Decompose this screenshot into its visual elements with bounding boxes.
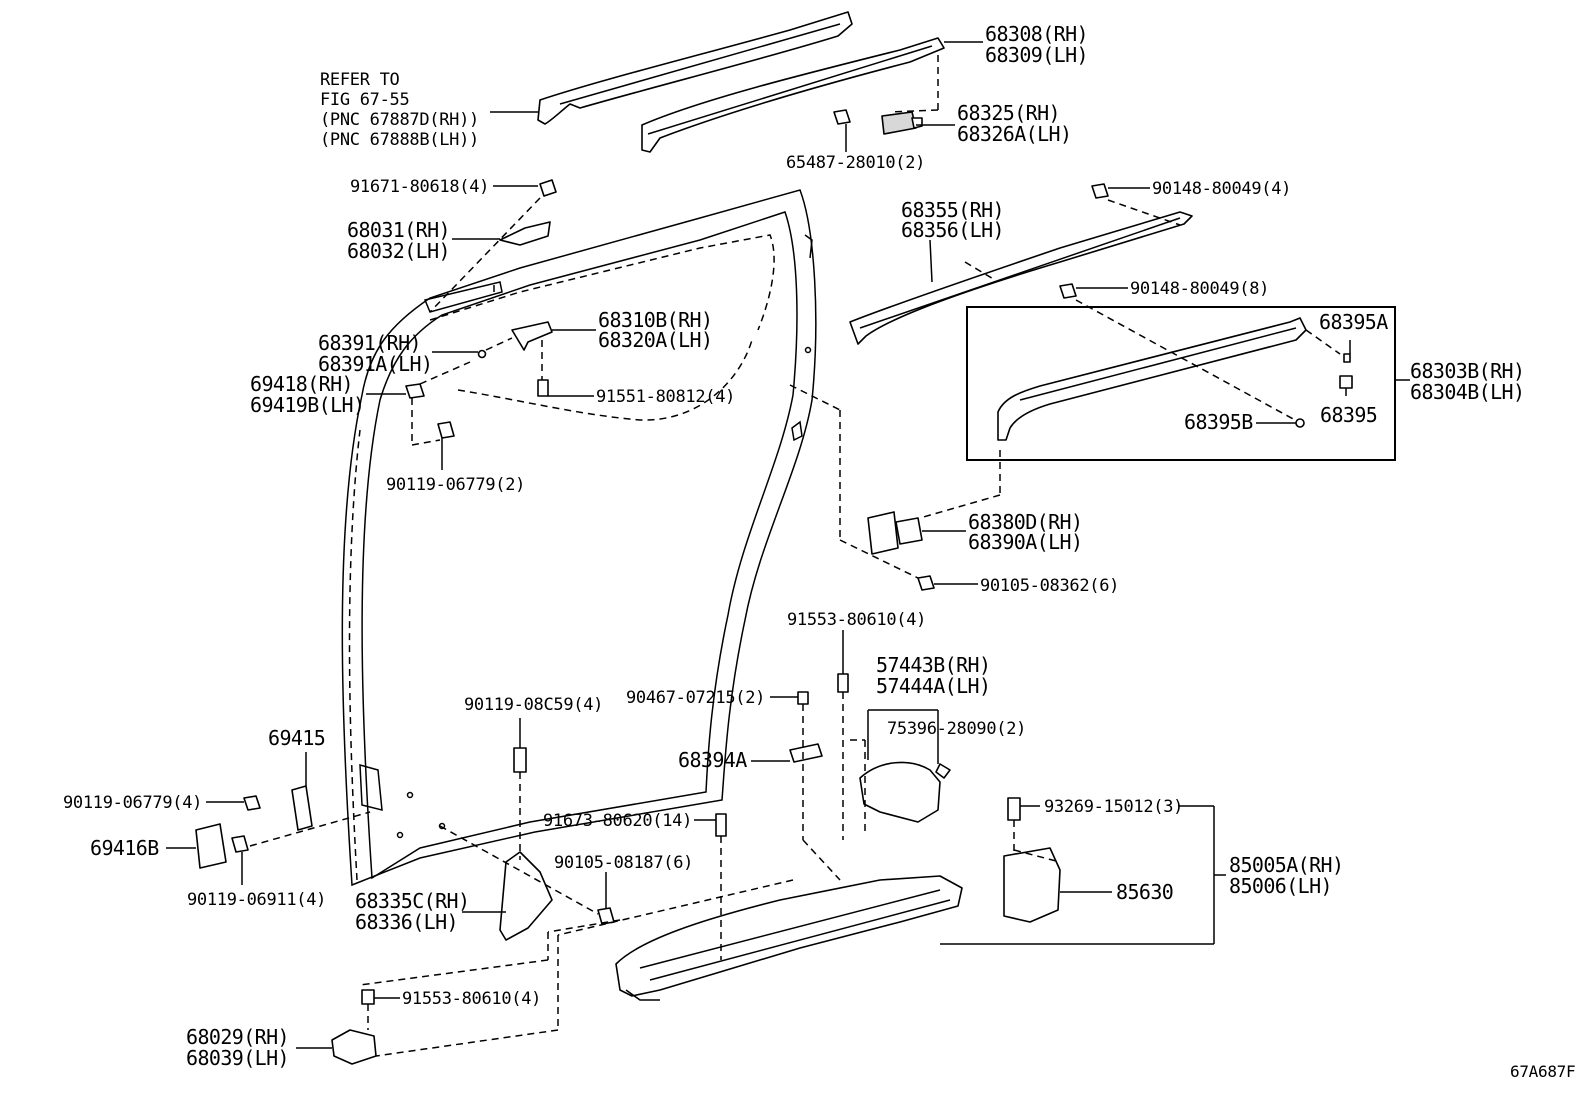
label-91551: 91551-80812(4)	[596, 387, 735, 407]
label-85630: 85630	[1116, 880, 1173, 904]
rail-68303B	[997, 317, 1307, 441]
cover-57443B	[859, 761, 941, 823]
label-90119-d: 90119-06911(4)	[187, 890, 326, 910]
label-91553-b: 91553-80610(4)	[402, 989, 541, 1009]
upper-rail-68308	[641, 37, 945, 153]
label-68391A: 68391A(LH)	[318, 352, 432, 376]
gasket-69415	[291, 785, 313, 831]
label-68320A: 68320A(LH)	[598, 328, 712, 352]
label-57443B: 57443B(RH)	[876, 653, 990, 677]
bolt-90148-a	[1091, 183, 1109, 199]
label-68304B: 68304B(LH)	[1410, 380, 1524, 404]
label-68355: 68355(RH)	[901, 198, 1004, 222]
label-90148-b: 90148-80049(8)	[1130, 279, 1269, 299]
label-90119-b: 90119-08C59(4)	[464, 695, 603, 715]
label-68039: 68039(LH)	[186, 1046, 289, 1070]
label-91671: 91671-80618(4)	[350, 177, 489, 197]
refer-line3: (PNC 67887D(RH))	[320, 110, 479, 130]
bolt-91673	[715, 813, 727, 837]
label-68308: 68308(RH)	[985, 22, 1088, 46]
refer-line1: REFER TO	[320, 70, 400, 90]
label-90467: 90467-07215(2)	[626, 688, 765, 708]
label-68326A: 68326A(LH)	[957, 122, 1071, 146]
label-68335C: 68335C(RH)	[355, 889, 469, 913]
clip-68395	[1339, 375, 1353, 389]
bolt-91553-b	[361, 989, 375, 1005]
label-91553-a: 91553-80610(4)	[787, 610, 926, 630]
pad-68394A	[789, 743, 823, 763]
bolt-90467	[797, 691, 809, 705]
bolt-91553-a	[837, 673, 849, 693]
grommet-68391	[477, 349, 487, 359]
plate-69416B	[195, 823, 227, 869]
label-69419B: 69419B(LH)	[250, 393, 364, 417]
motor-85630	[1003, 847, 1061, 923]
track-68355	[849, 211, 1193, 345]
label-68029: 68029(RH)	[186, 1025, 289, 1049]
label-68356: 68356(LH)	[901, 218, 1004, 242]
bolt-91551	[537, 379, 549, 397]
bumper-69418	[405, 383, 425, 399]
label-93269: 93269-15012(3)	[1044, 797, 1183, 817]
clip-68395A	[1343, 353, 1351, 363]
label-68032: 68032(LH)	[347, 239, 450, 263]
bracket-68335C	[499, 851, 553, 941]
clip-75396	[935, 763, 951, 779]
bracket-68031	[499, 221, 551, 246]
label-85006: 85006(LH)	[1229, 874, 1332, 898]
label-69418: 69418(RH)	[250, 372, 353, 396]
track-85005A	[615, 875, 963, 1001]
label-90119-c: 90119-06779(4)	[63, 793, 202, 813]
label-68390A: 68390A(LH)	[968, 530, 1082, 554]
bracket-68310B	[511, 321, 553, 351]
label-85005A: 85005A(RH)	[1229, 853, 1343, 877]
label-91673: 91673-80620(14)	[543, 811, 692, 831]
label-68336: 68336(LH)	[355, 910, 458, 934]
bolt-90105-a	[917, 575, 935, 591]
label-90105-b: 90105-08187(6)	[554, 853, 693, 873]
refer-line2: FIG 67-55	[320, 90, 409, 110]
label-68394A: 68394A	[678, 748, 747, 772]
bolt-90119-a	[437, 421, 455, 439]
assembly-box	[966, 306, 1396, 461]
bolt-90148-b	[1059, 283, 1077, 299]
label-68303B: 68303B(RH)	[1410, 359, 1524, 383]
diagram-id: 67A687F	[1510, 1062, 1575, 1081]
bolt-91671	[539, 179, 557, 197]
label-57444A: 57444A(LH)	[876, 674, 990, 698]
label-90119-a: 90119-06779(2)	[386, 475, 525, 495]
label-68391: 68391(RH)	[318, 331, 421, 355]
clip-65487	[833, 109, 851, 125]
refer-line4: (PNC 67888B(LH))	[320, 130, 479, 150]
label-68309: 68309(LH)	[985, 43, 1088, 67]
label-68380D: 68380D(RH)	[968, 510, 1082, 534]
door-frame	[341, 189, 817, 887]
label-68395B: 68395B	[1184, 410, 1253, 434]
roller-68029	[331, 1029, 377, 1065]
label-75396: 75396-28090(2)	[887, 719, 1026, 739]
labels: REFER TO FIG 67-55 (PNC 67887D(RH)) (PNC…	[63, 22, 1576, 1081]
label-68395A: 68395A	[1319, 310, 1388, 334]
bolt-90119-c	[243, 795, 261, 811]
label-68325: 68325(RH)	[957, 101, 1060, 125]
bolt-90119-d	[231, 835, 249, 853]
bolt-93269	[1007, 797, 1021, 821]
label-68395: 68395	[1320, 403, 1377, 427]
hinge-68380D	[867, 511, 923, 555]
label-68031: 68031(RH)	[347, 218, 450, 242]
grommet-68395B	[1295, 418, 1305, 428]
upper-rail-refer	[537, 11, 853, 125]
label-65487: 65487-28010(2)	[786, 153, 925, 173]
label-90148-a: 90148-80049(4)	[1152, 179, 1291, 199]
label-69415: 69415	[268, 726, 325, 750]
label-69416B: 69416B	[90, 836, 159, 860]
label-68310B: 68310B(RH)	[598, 308, 712, 332]
bolt-90119-b	[513, 747, 527, 773]
label-90105-a: 90105-08362(6)	[980, 576, 1119, 596]
leader-lines	[166, 41, 1410, 1057]
bracket-68325	[881, 111, 923, 135]
